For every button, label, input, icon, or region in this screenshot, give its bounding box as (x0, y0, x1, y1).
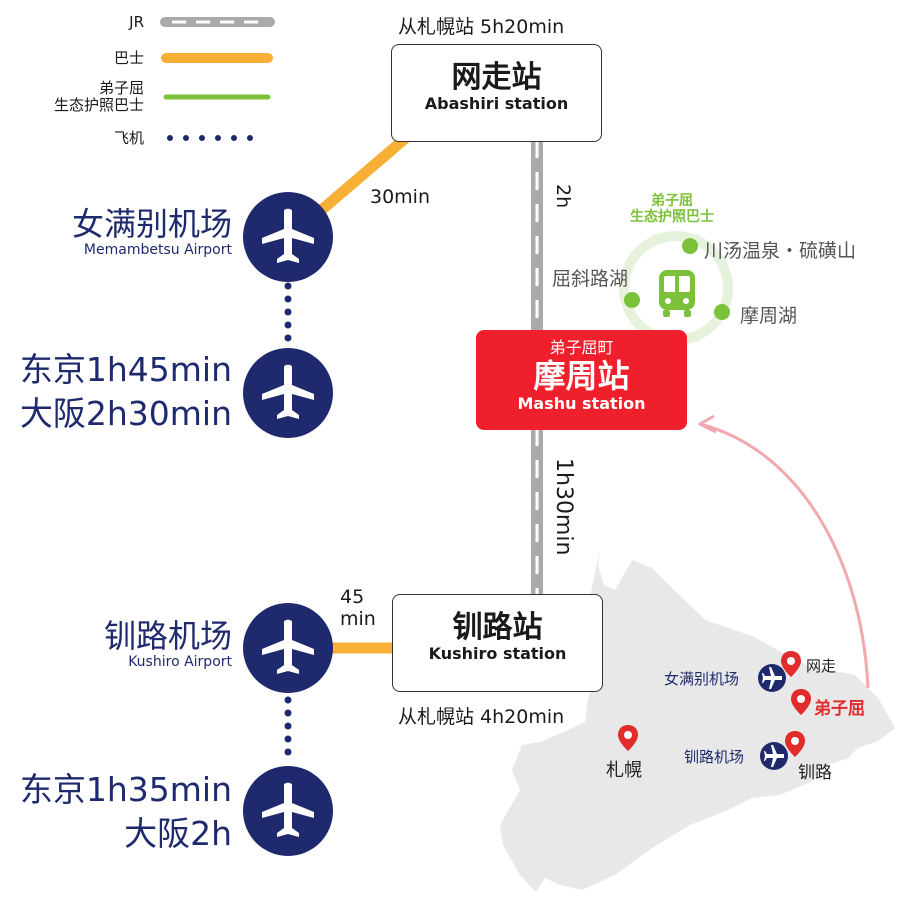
eco-bus-title-line2: 生态护照巴士 (630, 209, 714, 225)
memambetsu-bus-time: 30min (370, 186, 431, 208)
kushiro-airport-label: 钏路机场 Kushiro Airport (104, 618, 232, 670)
kushiro-dest-plane-badge (243, 766, 333, 856)
plane-icon (760, 742, 788, 770)
eco-stop-mashu: 摩周湖 (740, 305, 798, 327)
kushiro-station-name-en: Kushiro station (428, 644, 567, 663)
memambetsu-dest-tokyo: 东京1h45min (19, 350, 232, 389)
map-abashiri: 网走 (806, 657, 837, 675)
eco-stop-kussharo: 屈斜路湖 (552, 268, 629, 290)
kushiro-plane-badge (243, 603, 333, 693)
eco-stop-kawayu: 川汤温泉・硫磺山 (704, 240, 857, 262)
memambetsu-plane-badge (243, 192, 333, 282)
mashu-station-name-en: Mashu station (517, 394, 646, 413)
kushiro-from-sapporo: 从札幌站 4h20min (398, 706, 565, 728)
map-teshikaga: 弟子屈 (814, 699, 865, 719)
kushiro-bus-time: 45 min (340, 586, 376, 630)
map-pin-icon (618, 725, 638, 751)
kushiro-airport-name: 钏路机场 (103, 617, 232, 655)
eco-stop-mashu-dot (714, 304, 730, 320)
legend-eco-bus-label: 弟子屈 生态护照巴士 (54, 80, 144, 114)
kushiro-dest-osaka: 大阪2h (124, 814, 232, 853)
abashiri-station-name-en: Abashiri station (424, 94, 569, 113)
bus-icon (659, 270, 695, 317)
eco-bus-title-line1: 弟子屈 (651, 193, 693, 209)
kushiro-station-name: 钏路站 (452, 610, 543, 645)
mashu-kushiro-time: 1h30min (551, 458, 576, 556)
kushiro-bus-time-line2: min (340, 608, 376, 630)
legend-bus-label: 巴士 (113, 49, 144, 67)
memambetsu-airport-label: 女满别机场 Memambetsu Airport (72, 206, 232, 258)
memambetsu-dest-osaka: 大阪2h30min (19, 394, 232, 433)
abashiri-station-name: 网走站 (451, 60, 542, 95)
kushiro-bus-time-line1: 45 (340, 586, 365, 608)
map-kushiro-airport: 钏路机场 (684, 748, 745, 766)
kushiro-station-box: 钏路站 Kushiro station (392, 594, 603, 692)
abashiri-station-box: 网走站 Abashiri station (391, 44, 602, 142)
memambetsu-dest-plane-badge (243, 348, 333, 438)
map-memambetsu: 女满别机场 (664, 670, 740, 688)
map-kushiro: 钏路 (798, 763, 832, 783)
kushiro-destinations: 东京1h35min 大阪2h (20, 768, 232, 856)
kushiro-dest-tokyo: 东京1h35min (19, 770, 232, 809)
highlight-arrow (699, 422, 870, 689)
legend-eco-bus-line1: 弟子屈 (98, 79, 144, 97)
abashiri-from-sapporo: 从札幌站 5h20min (398, 16, 565, 38)
legend-flight-label: 飞机 (113, 129, 144, 147)
mashu-station-box: 弟子屈町 摩周站 Mashu station (476, 330, 687, 430)
map-pin-icon (781, 651, 801, 677)
eco-stop-kussharo-dot (624, 292, 640, 308)
plane-icon (262, 208, 314, 263)
eco-bus-title: 弟子屈 生态护照巴士 (630, 193, 714, 225)
eco-stop-kawayu-dot (682, 238, 698, 254)
map-pin-icon (785, 731, 805, 757)
plane-icon (262, 364, 314, 419)
memambetsu-destinations: 东京1h45min 大阪2h30min (20, 348, 232, 436)
legend-eco-bus-line2: 生态护照巴士 (53, 96, 144, 114)
memambetsu-airport-name-en: Memambetsu Airport (83, 242, 232, 258)
memambetsu-airport-name: 女满别机场 (71, 205, 232, 243)
legend-jr-label: JR (129, 13, 144, 31)
map-pin-icon (791, 689, 811, 715)
mashu-station-name: 摩周站 (533, 357, 630, 395)
abashiri-mashu-time: 2h (552, 184, 574, 209)
highlight-arrowhead (698, 414, 717, 434)
plane-icon (262, 782, 314, 837)
map-sapporo: 札幌 (606, 760, 642, 781)
mashu-town-label: 弟子屈町 (549, 338, 614, 357)
kushiro-airport-name-en: Kushiro Airport (128, 654, 232, 670)
plane-icon (758, 664, 786, 692)
plane-icon (262, 619, 314, 674)
